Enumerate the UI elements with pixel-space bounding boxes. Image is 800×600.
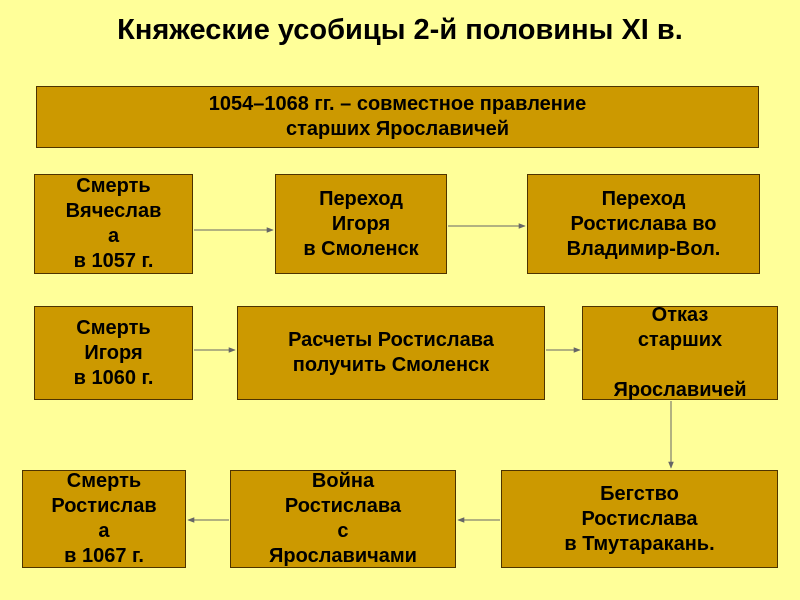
rostislav-plans-box: Расчеты Ростислава получить Смоленск — [237, 306, 545, 400]
igor-smolensk-box: Переход Игоря в Смоленск — [275, 174, 447, 274]
header-box: 1054–1068 гг. – совместное правление ста… — [36, 86, 759, 148]
refusal-box: Отказ старших Ярославичей — [582, 304, 778, 401]
rostislav-vladimir-box: Переход Ростислава во Владимир-Вол. — [527, 174, 760, 274]
death-igor-box: Смерть Игоря в 1060 г. — [34, 306, 193, 400]
diagram-title: Княжеские усобицы 2-й половины XI в. — [117, 14, 683, 46]
death-vyacheslav-box: Смерть Вячеслав а в 1057 г. — [34, 174, 193, 274]
flight-box: Бегство Ростислава в Тмутаракань. — [501, 470, 778, 568]
war-box: Война Ростислава с Ярославичами — [230, 470, 456, 568]
death-rostislav-box: Смерть Ростислав а в 1067 г. — [22, 470, 186, 568]
